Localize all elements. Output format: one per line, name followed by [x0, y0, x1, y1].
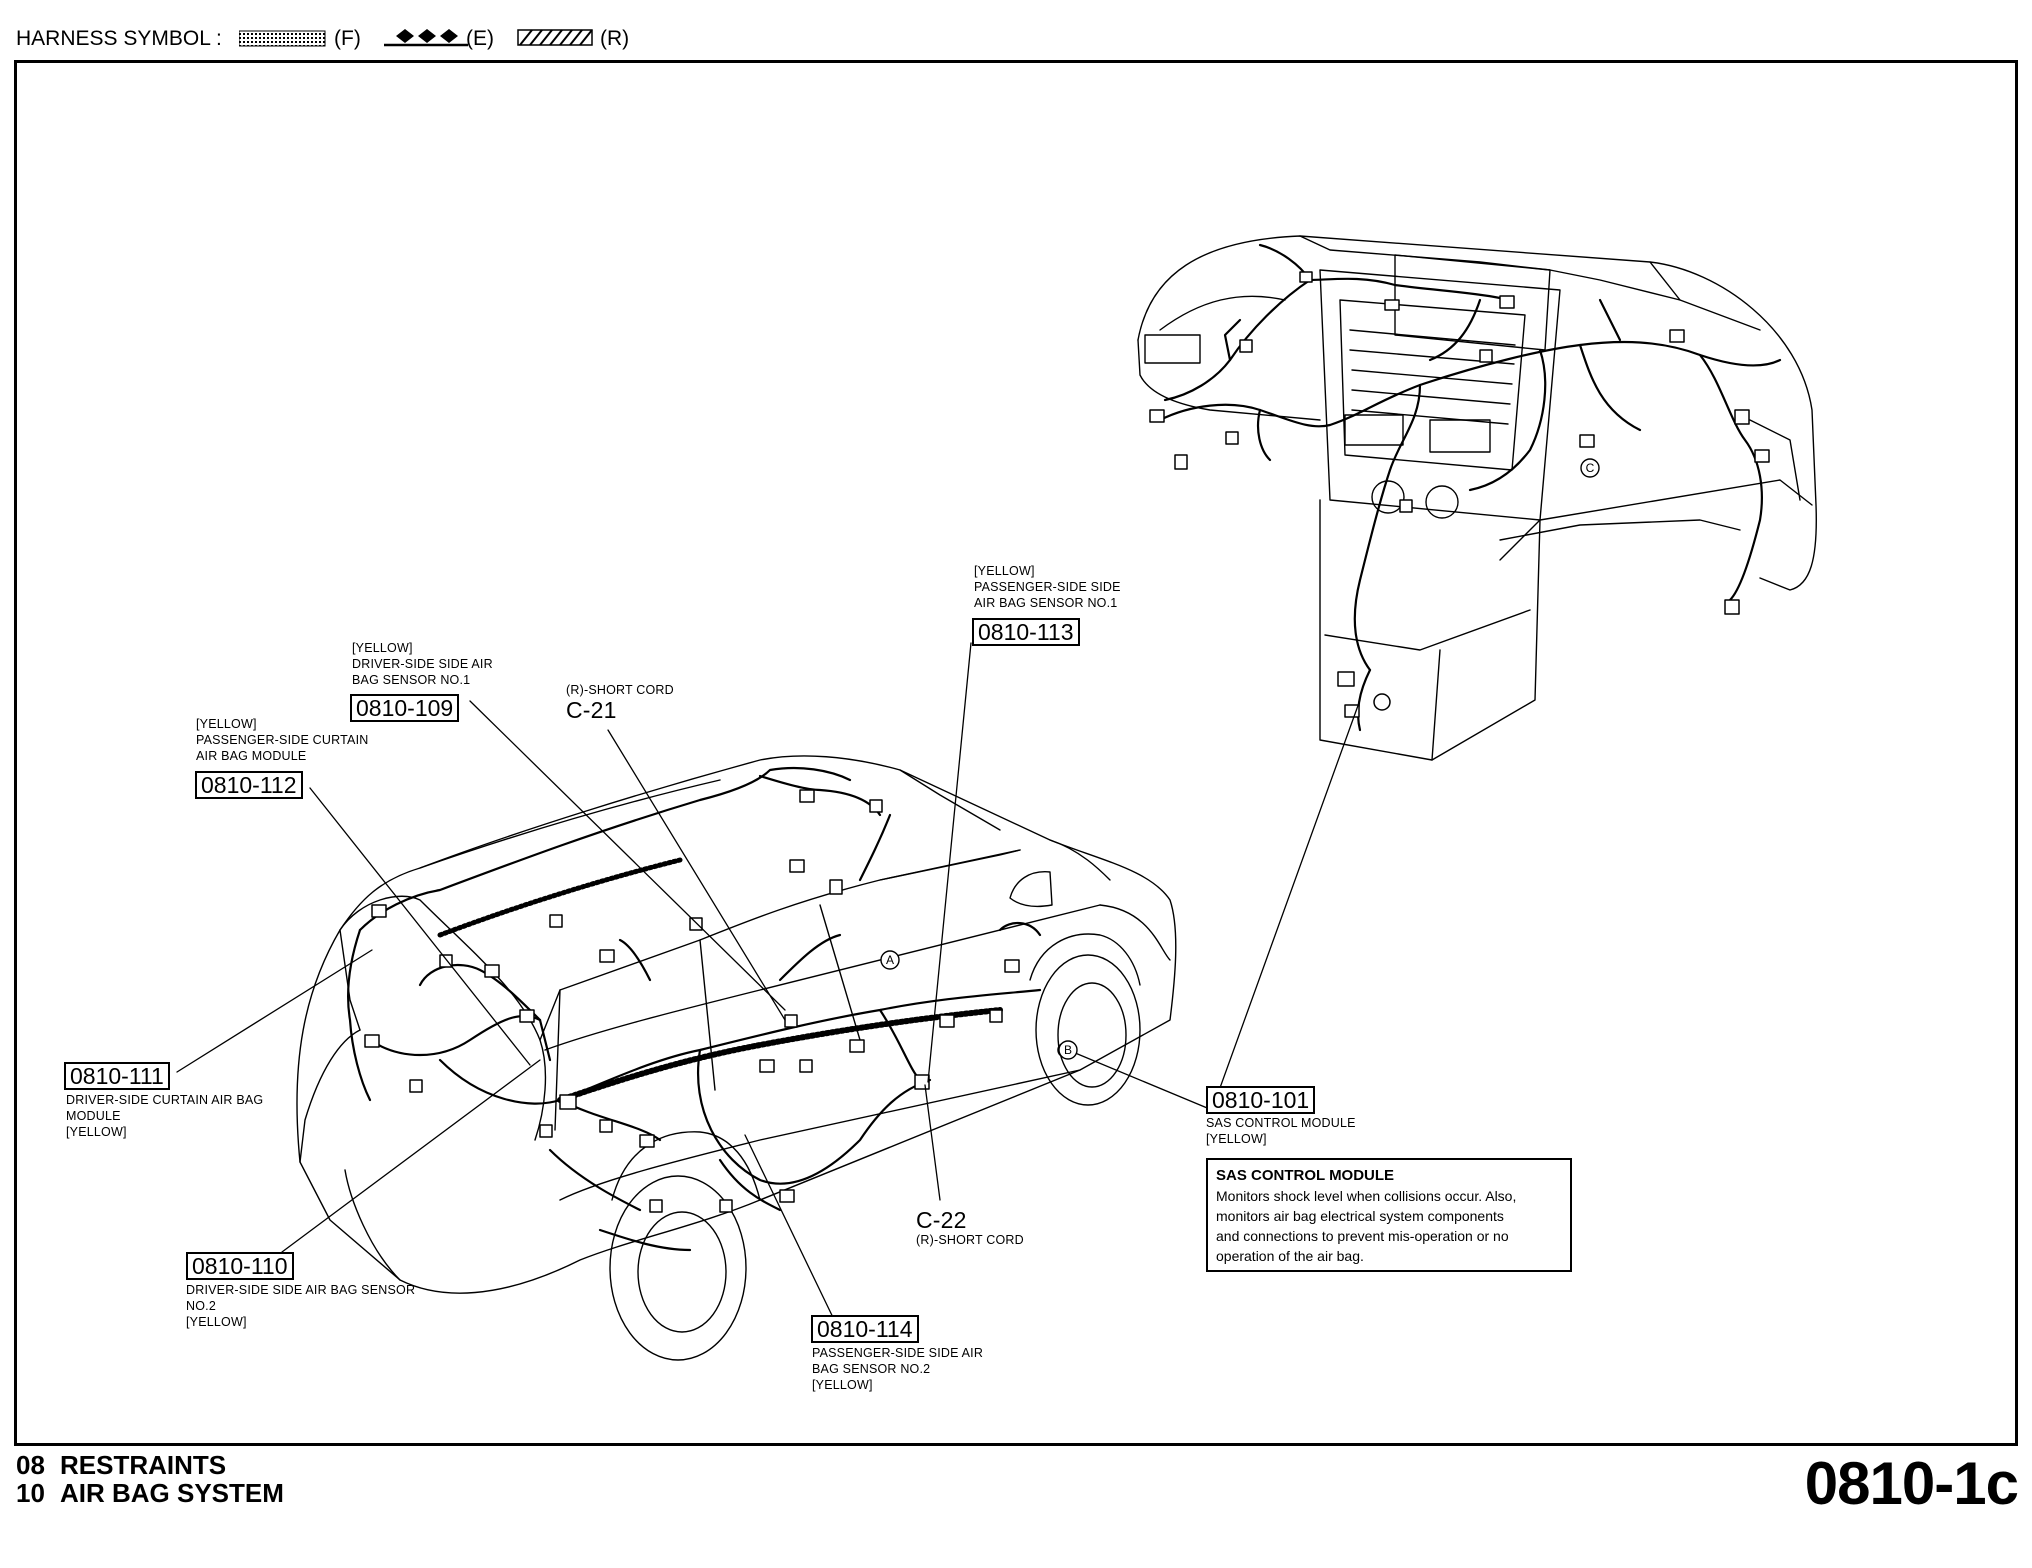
- connector-0810-114-label[interactable]: 0810-114: [811, 1315, 919, 1343]
- connector-0810-113-label[interactable]: 0810-113: [972, 618, 1080, 646]
- marker-c-circle: [1580, 458, 1600, 478]
- diagram-frame: [14, 60, 2018, 1446]
- instrument-panel-connectors: [1149, 271, 1770, 718]
- marker-b-circle: [1058, 1040, 1078, 1060]
- marker-a-label: A: [886, 953, 894, 967]
- vehicle-body-drawing: [296, 755, 1177, 1361]
- callout-112-description: [YELLOW] PASSENGER-SIDE CURTAIN AIR BAG …: [196, 717, 369, 763]
- vehicle-harness: [346, 766, 1042, 1252]
- connector-0810-111-label[interactable]: 0810-111: [64, 1062, 170, 1090]
- legend-e-label: (E): [466, 27, 494, 50]
- sas-box-title: SAS CONTROL MODULE: [1216, 1167, 1395, 1184]
- callout-c22: C-22 (R)-SHORT CORD: [916, 1207, 1024, 1247]
- roof-harness-dotted: [437, 857, 683, 938]
- sas-control-module-info-box: SAS CONTROL MODULE Monitors shock level …: [1206, 1158, 1572, 1272]
- callout-c21: (R)-SHORT CORD C-21: [566, 683, 674, 723]
- hatched-harness-symbol-icon: [517, 29, 593, 46]
- callout-114-description: PASSENGER-SIDE SIDE AIR BAG SENSOR NO.2 …: [812, 1346, 984, 1392]
- connector-0810-109-label[interactable]: 0810-109: [350, 694, 460, 722]
- marker-c-label: C: [1586, 461, 1595, 475]
- callout-113-description: [YELLOW] PASSENGER-SIDE SIDE AIR BAG SEN…: [974, 564, 1121, 610]
- legend-title: HARNESS SYMBOL :: [16, 27, 222, 50]
- diamond-harness-symbol-icon: [384, 29, 468, 47]
- floor-harness-dotted: [557, 1007, 1003, 1103]
- callout-109-description: [YELLOW] DRIVER-SIDE SIDE AIR BAG SENSOR…: [352, 641, 493, 687]
- marker-b-label: B: [1064, 1043, 1072, 1057]
- callout-111-description: DRIVER-SIDE CURTAIN AIR BAG MODULE [YELL…: [66, 1093, 264, 1139]
- marker-a-circle: [880, 950, 900, 970]
- callout-101-description: SAS CONTROL MODULE [YELLOW]: [1206, 1116, 1356, 1146]
- legend-f-label: (F): [334, 27, 361, 50]
- legend-r-label: (R): [600, 27, 630, 50]
- page-code: 0810-1c: [1804, 1450, 2019, 1517]
- vehicle-connectors: [364, 789, 1073, 1213]
- instrument-panel-drawing: [1137, 235, 1817, 761]
- instrument-panel-harness: [1158, 243, 1782, 732]
- callout-110-description: DRIVER-SIDE SIDE AIR BAG SENSOR NO.2 [YE…: [186, 1283, 416, 1329]
- callout-leader-lines: [176, 642, 1361, 1333]
- dotted-harness-symbol-icon: [239, 30, 326, 47]
- connector-0810-101-label[interactable]: 0810-101: [1206, 1086, 1316, 1114]
- connector-0810-112-label[interactable]: 0810-112: [195, 771, 303, 799]
- connector-0810-110-label[interactable]: 0810-110: [186, 1252, 294, 1280]
